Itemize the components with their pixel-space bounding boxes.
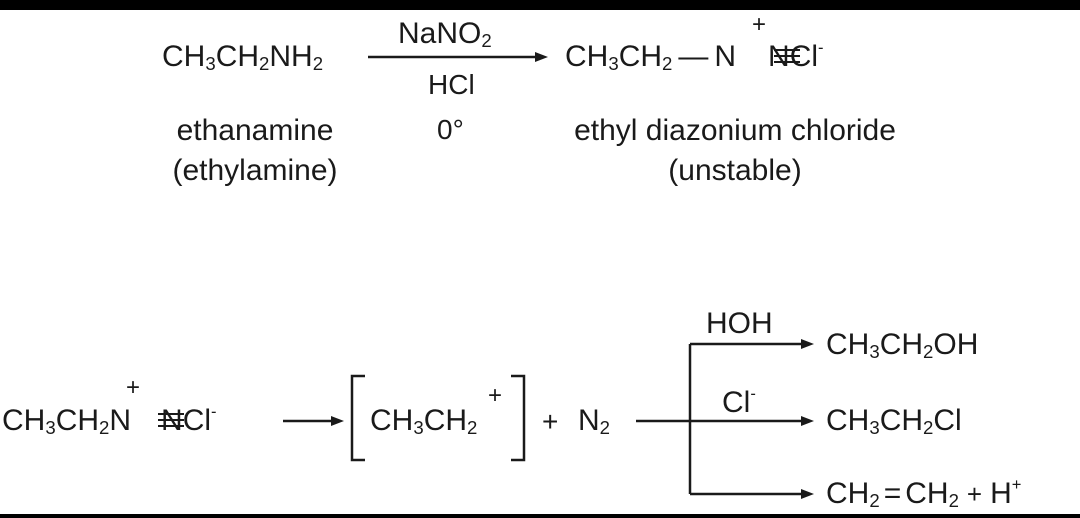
temperature-condition: 0° — [437, 114, 464, 145]
ethanol-formula: CH3CH2OH — [826, 328, 979, 363]
reaction1-arrow — [368, 52, 548, 62]
intermediate-brackets — [350, 374, 526, 462]
nitrogen-gas: N2 — [578, 404, 611, 439]
triple-bond-2 — [158, 413, 184, 427]
diazonium-name: ethyl diazonium chloride — [574, 114, 896, 147]
ethene-formula: CH2=CH2+H+ — [826, 475, 1022, 512]
diazonium-reactant-charge: + — [126, 374, 141, 401]
diazonium-note: (unstable) — [668, 154, 802, 187]
reaction-scheme: CH3CH2NH2 ethanamine (ethylamine) NaNO2 … — [0, 10, 1080, 514]
diazonium-reactant-formula: CH3CH2N≡NCl- — [2, 402, 217, 439]
carbocation-charge: + — [488, 382, 503, 409]
ethanamine-formula: CH3CH2NH2 — [162, 40, 324, 75]
reagent-water: HOH — [706, 307, 773, 340]
triple-bond-1 — [774, 49, 800, 63]
ethanamine-name: ethanamine — [176, 114, 334, 147]
diazonium-formula: CH3CH2—N≡NCl- — [565, 38, 824, 75]
ethylamine-name: (ethylamine) — [172, 154, 338, 187]
diazonium-charge: + — [752, 11, 767, 38]
plus-sign: + — [542, 406, 559, 437]
chloroethane-formula: CH3CH2Cl — [826, 404, 962, 439]
reagent-chloride: Cl- — [722, 384, 756, 419]
reagent-hcl: HCl — [428, 69, 475, 100]
branch-arrows — [636, 339, 814, 499]
ethyl-carbocation-formula: CH3CH2 — [370, 404, 478, 439]
reaction2-arrow-1 — [283, 416, 344, 426]
arrows-layer — [158, 49, 814, 499]
reagent-nano2: NaNO2 — [398, 17, 492, 52]
